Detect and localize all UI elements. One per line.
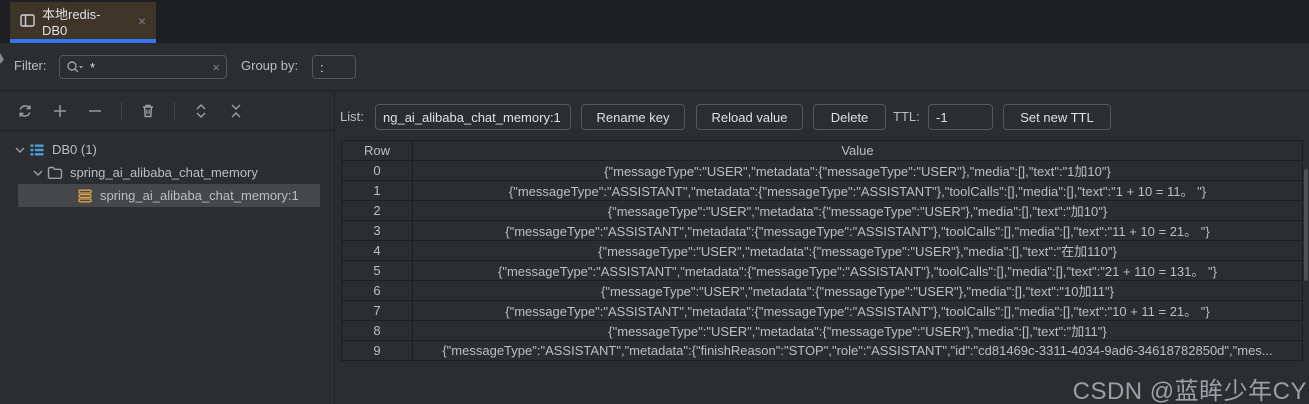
tab-local-redis-db0[interactable]: 本地redis-DB0 × (10, 2, 156, 43)
row-index[interactable]: 9 (341, 340, 413, 361)
row-index[interactable]: 8 (341, 320, 413, 341)
row-value[interactable]: {"messageType":"USER","metadata":{"messa… (412, 280, 1303, 301)
chevron-down-icon[interactable] (12, 146, 28, 154)
row-value[interactable]: {"messageType":"USER","metadata":{"messa… (412, 160, 1303, 181)
table-row[interactable]: 8{"messageType":"USER","metadata":{"mess… (341, 320, 1303, 341)
table-row[interactable]: 4{"messageType":"USER","metadata":{"mess… (341, 240, 1303, 261)
table-row[interactable]: 5{"messageType":"ASSISTANT","metadata":{… (341, 260, 1303, 281)
row-value[interactable]: {"messageType":"ASSISTANT","metadata":{"… (412, 260, 1303, 281)
folder-icon (46, 166, 64, 180)
add-icon[interactable] (51, 102, 69, 120)
ttl-value[interactable] (929, 105, 992, 129)
filter-label: Filter: (14, 58, 47, 73)
row-value[interactable]: {"messageType":"USER","metadata":{"messa… (412, 320, 1303, 341)
ttl-label: TTL: (893, 109, 920, 124)
toolbar-separator (121, 102, 122, 120)
column-header-value[interactable]: Value (412, 140, 1303, 161)
filter-search-input[interactable]: × (59, 55, 227, 79)
keys-tree-panel: DB0 (1) spring_ai_alibaba_chat_memory sp… (0, 92, 335, 404)
column-header-row[interactable]: Row (341, 140, 413, 161)
table-row[interactable]: 2{"messageType":"USER","metadata":{"mess… (341, 200, 1303, 221)
table-row[interactable]: 0{"messageType":"USER","metadata":{"mess… (341, 160, 1303, 181)
table-row[interactable]: 1{"messageType":"ASSISTANT","metadata":{… (341, 180, 1303, 201)
group-by-label: Group by: (241, 58, 299, 73)
row-index[interactable]: 5 (341, 260, 413, 281)
tab-title: 本地redis-DB0 (42, 6, 101, 38)
value-table: Row Value 0{"messageType":"USER","metada… (341, 140, 1303, 361)
tree-toolbar (0, 92, 334, 131)
key-name-field[interactable] (375, 104, 571, 130)
chevron-down-icon[interactable] (30, 169, 46, 177)
toolbar-separator (174, 102, 175, 120)
ttl-field[interactable] (928, 104, 993, 130)
table-header-row: Row Value (341, 140, 1303, 161)
list-label: List: (340, 109, 364, 124)
row-index[interactable]: 3 (341, 220, 413, 241)
tree-label-key: spring_ai_alibaba_chat_memory:1 (100, 188, 299, 203)
table-row[interactable]: 6{"messageType":"USER","metadata":{"mess… (341, 280, 1303, 301)
delete-button[interactable]: Delete (813, 104, 886, 130)
expand-all-icon[interactable] (192, 102, 210, 120)
search-icon[interactable] (66, 60, 84, 74)
row-index[interactable]: 2 (341, 200, 413, 221)
redis-list-key-icon (76, 189, 94, 203)
row-index[interactable]: 1 (341, 180, 413, 201)
clear-filter-icon[interactable]: × (212, 59, 220, 75)
tree-row-db0[interactable]: DB0 (1) (0, 138, 334, 161)
split-panel-icon (20, 14, 35, 27)
row-value[interactable]: {"messageType":"ASSISTANT","metadata":{"… (412, 340, 1303, 361)
tree-label-db0: DB0 (1) (52, 142, 97, 157)
key-name-value[interactable] (376, 105, 570, 129)
filter-bar: Filter: × Group by: (0, 43, 1309, 91)
table-row[interactable]: 3{"messageType":"ASSISTANT","metadata":{… (341, 220, 1303, 241)
reload-value-button[interactable]: Reload value (696, 104, 803, 130)
db-numbered-list-icon (28, 142, 46, 158)
filter-value[interactable] (84, 59, 209, 75)
watermark-text: CSDN @蓝眸少年CY (1072, 378, 1307, 404)
row-value[interactable]: {"messageType":"USER","metadata":{"messa… (412, 240, 1303, 261)
row-value[interactable]: {"messageType":"ASSISTANT","metadata":{"… (412, 180, 1303, 201)
row-index[interactable]: 7 (341, 300, 413, 321)
tree-row-namespace[interactable]: spring_ai_alibaba_chat_memory (0, 161, 334, 184)
row-index[interactable]: 6 (341, 280, 413, 301)
keys-tree: DB0 (1) spring_ai_alibaba_chat_memory sp… (0, 131, 334, 207)
collapse-all-icon[interactable] (227, 102, 245, 120)
row-index[interactable]: 4 (341, 240, 413, 261)
editor-tab-bar: 本地redis-DB0 × (0, 0, 1309, 43)
group-by-input[interactable] (312, 55, 356, 79)
delete-icon[interactable] (139, 102, 157, 120)
table-row[interactable]: 9{"messageType":"ASSISTANT","metadata":{… (341, 340, 1303, 361)
row-value[interactable]: {"messageType":"ASSISTANT","metadata":{"… (412, 300, 1303, 321)
tree-row-key-selected[interactable]: spring_ai_alibaba_chat_memory:1 (18, 184, 320, 207)
rename-key-button[interactable]: Rename key (581, 104, 685, 130)
row-value[interactable]: {"messageType":"USER","metadata":{"messa… (412, 200, 1303, 221)
row-value[interactable]: {"messageType":"ASSISTANT","metadata":{"… (412, 220, 1303, 241)
close-icon[interactable]: × (137, 12, 146, 29)
group-by-value[interactable] (313, 56, 355, 78)
refresh-icon[interactable] (16, 102, 34, 120)
clipped-stripe-icon (0, 53, 4, 64)
set-new-ttl-button[interactable]: Set new TTL (1003, 104, 1111, 130)
table-row[interactable]: 7{"messageType":"ASSISTANT","metadata":{… (341, 300, 1303, 321)
remove-icon[interactable] (86, 102, 104, 120)
row-index[interactable]: 0 (341, 160, 413, 181)
vertical-scrollbar[interactable] (1304, 169, 1308, 281)
tree-label-namespace: spring_ai_alibaba_chat_memory (70, 165, 258, 180)
